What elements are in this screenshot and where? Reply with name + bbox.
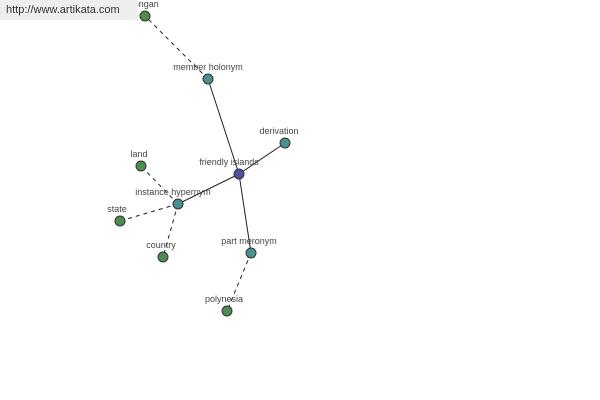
node-label-polynesia[interactable]: polynesia xyxy=(205,294,243,304)
node-label-instance-hypernym[interactable]: instance hypernym xyxy=(135,187,211,197)
edge-instance-hypernym-land xyxy=(140,165,179,205)
edge-friendly-islands-instance-hypernym xyxy=(177,173,240,205)
node-label-tonga[interactable]: tongan xyxy=(131,0,159,9)
edge-friendly-islands-derivation xyxy=(238,142,286,175)
edge-instance-hypernym-state xyxy=(119,203,179,222)
node-derivation[interactable] xyxy=(279,137,291,149)
graph-nodes xyxy=(114,10,291,317)
node-country[interactable] xyxy=(157,251,169,263)
edge-friendly-islands-part-meronym xyxy=(238,173,252,254)
node-label-part-meronym[interactable]: part meronym xyxy=(221,236,277,246)
node-instance-hypernym[interactable] xyxy=(172,198,184,210)
edge-friendly-islands-member-holonym xyxy=(207,78,240,175)
node-member-holonym[interactable] xyxy=(202,73,214,85)
edge-member-holonym-tonga xyxy=(144,15,209,80)
node-state[interactable] xyxy=(114,215,126,227)
graph-edges xyxy=(119,15,286,312)
node-label-friendly-islands[interactable]: friendly islands xyxy=(199,157,259,167)
node-label-derivation[interactable]: derivation xyxy=(259,126,298,136)
node-polynesia[interactable] xyxy=(221,305,233,317)
graph-labels: friendly islands member holonym derivation… xyxy=(107,0,298,304)
node-land[interactable] xyxy=(135,160,147,172)
edge-instance-hypernym-country xyxy=(162,203,179,258)
node-label-country[interactable]: country xyxy=(146,240,176,250)
node-tonga[interactable] xyxy=(139,10,151,22)
node-friendly-islands[interactable] xyxy=(233,168,245,180)
site-watermark[interactable]: http://www.artikata.com xyxy=(0,0,138,20)
node-label-member-holonym[interactable]: member holonym xyxy=(173,62,243,72)
edge-part-meronym-polynesia xyxy=(226,252,252,312)
node-label-state[interactable]: state xyxy=(107,204,127,214)
node-label-land[interactable]: land xyxy=(130,149,147,159)
node-part-meronym[interactable] xyxy=(245,247,257,259)
